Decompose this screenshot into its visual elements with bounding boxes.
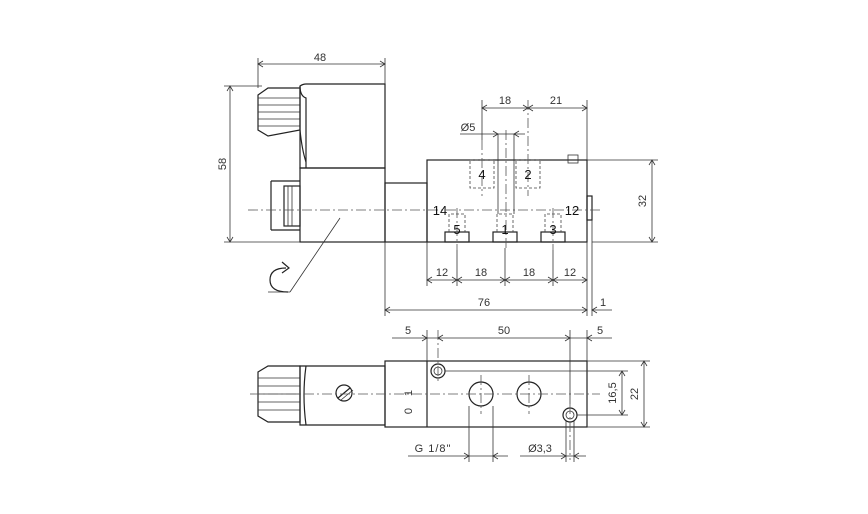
port-1-label: 1	[501, 222, 508, 237]
port-2-label: 2	[524, 167, 531, 182]
dim-32-label: 32	[637, 195, 649, 207]
dim-5-b-label: 5	[597, 325, 603, 337]
dim-o5: Ø5	[460, 122, 525, 214]
dim-5-50-5: 5 50 5	[392, 325, 612, 404]
dim-chain-ports: 12 18 18 12	[426, 220, 593, 316]
dim-o5-label: Ø5	[461, 122, 476, 134]
dim-58: 58	[217, 85, 300, 243]
port-4-label: 4	[478, 167, 485, 182]
dim-32: 32	[587, 159, 658, 243]
dim-50-label: 50	[498, 325, 510, 337]
port-14-label: 14	[433, 203, 447, 218]
dim-o33: Ø3,3	[520, 420, 586, 462]
dim-18-b-label: 18	[523, 267, 535, 279]
dim-g18: G 1/8"	[408, 406, 508, 462]
switch-on-label: 1	[403, 390, 415, 396]
switch-off-label: 0	[403, 408, 415, 414]
port-3-label: 3	[549, 222, 556, 237]
dim-o33-label: Ø3,3	[528, 443, 552, 455]
dim-18-21: 18 21	[481, 95, 588, 160]
dim-76: 76 1	[384, 242, 612, 316]
dim-18-top-label: 18	[499, 95, 511, 107]
dim-g18-label: G 1/8"	[415, 443, 452, 455]
dim-21-label: 21	[550, 95, 562, 107]
top-view: 4 2 14 12 5 1 3 48 58 18 21	[217, 52, 658, 316]
port-5-label: 5	[453, 222, 460, 237]
dim-48: 48	[257, 52, 386, 88]
bottom-view: 1 0 5 50 5	[250, 325, 650, 462]
dim-48-label: 48	[314, 52, 326, 64]
dim-76-label: 76	[478, 297, 490, 309]
dim-12-b-label: 12	[564, 267, 576, 279]
dim-18-a-label: 18	[475, 267, 487, 279]
dim-12-a-label: 12	[436, 267, 448, 279]
dim-16-5-22: 16,5 22	[445, 360, 650, 428]
dim-1-label: 1	[600, 297, 606, 309]
dim-22-label: 22	[629, 388, 641, 400]
dim-58-label: 58	[217, 158, 229, 170]
dim-5-a-label: 5	[405, 325, 411, 337]
dim-16-5-label: 16,5	[607, 382, 619, 403]
port-12-label: 12	[565, 203, 579, 218]
